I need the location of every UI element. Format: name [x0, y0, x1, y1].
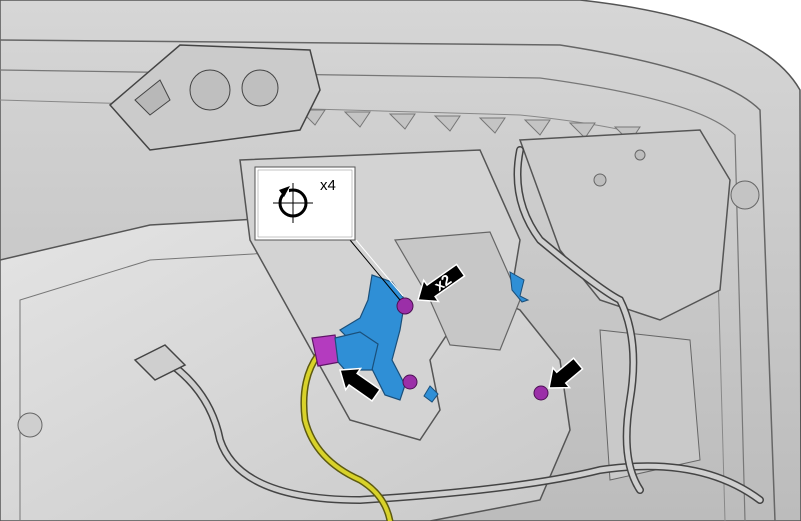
latch-block [108, 44, 321, 151]
rotate-clockwise-icon [273, 183, 313, 223]
fastener-lower [402, 374, 418, 390]
ribbed-strip [298, 109, 641, 143]
fastener-right [533, 385, 549, 401]
grey-cable [133, 146, 764, 505]
electrical-connector [311, 331, 379, 371]
arrow-upper-label: x2 [431, 271, 454, 294]
arrow-upper-fastener: x2 [417, 263, 466, 303]
callout-leaders [349, 239, 404, 301]
fasteners [396, 297, 549, 401]
fastener-upper [396, 297, 414, 315]
torque-callout: x4 [254, 166, 356, 241]
callout-quantity: x4 [320, 177, 336, 194]
arrow-lower-fastener [339, 367, 382, 403]
arrow-right-fastener [548, 357, 584, 389]
yellow-wire [300, 351, 394, 521]
